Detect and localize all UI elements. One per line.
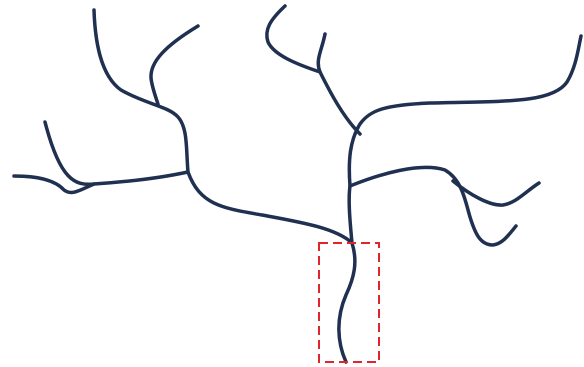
highlight-box: [319, 243, 379, 362]
left-upper-twig: [151, 26, 198, 104]
trunk-upper: [349, 186, 352, 243]
left-main-branch: [94, 10, 352, 243]
right-main-branch: [349, 36, 581, 186]
left-lower-branch: [45, 122, 188, 184]
upper-middle-branch: [318, 34, 360, 134]
upper-middle-twig: [267, 6, 320, 72]
right-lower-branch: [350, 167, 516, 245]
trunk-base: [339, 243, 355, 362]
